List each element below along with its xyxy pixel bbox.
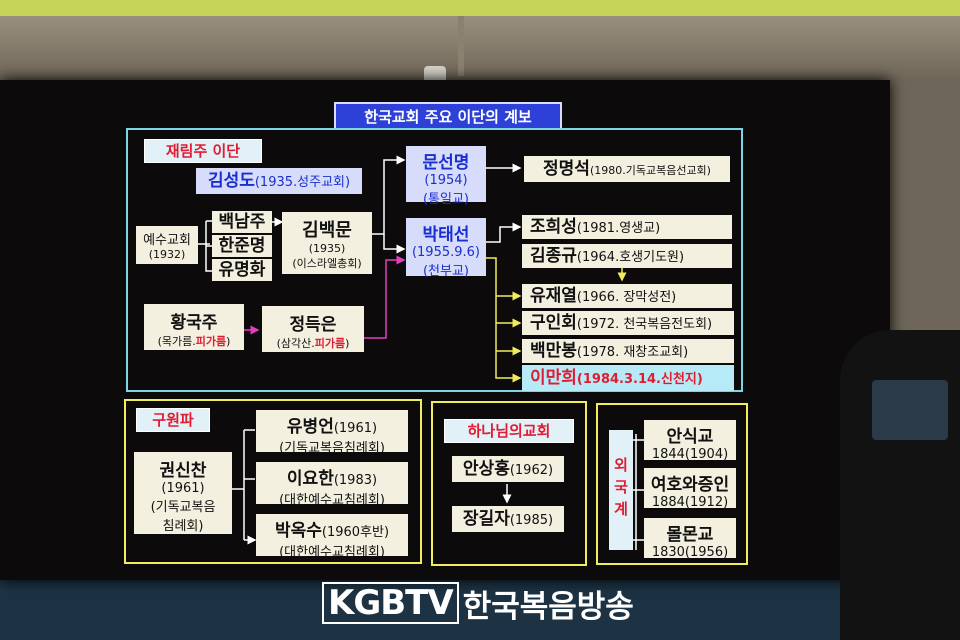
diagram-title: 한국교회 주요 이단의 계보 (334, 102, 562, 130)
floor-strip (0, 580, 960, 640)
node-yu-myeonghwa: 유명화 (212, 259, 272, 281)
section-label-jaerimju: 재림주 이단 (144, 139, 262, 163)
section-frame-hananim (431, 401, 587, 566)
node-kim-jonggyu: 김종규(1964.호생기도원) (522, 244, 732, 268)
node-lee-manhui: 이만희(1984.3.14.신천지) (522, 365, 734, 391)
node-ansikgyo: 안식교 1844(1904) (644, 420, 736, 462)
broadcaster-logo: KGBTV 한국복음방송 (322, 582, 634, 625)
node-jehovah: 여호와증인 1884(1912) (644, 468, 736, 510)
node-han-junmyeong: 한준명 (212, 235, 272, 257)
node-yu-jaeyeol: 유재열(1966. 장막성전) (522, 284, 732, 308)
node-park-oksu: 박옥수(1960후반) (대한예수교침례회) (256, 514, 408, 560)
kgbtv-wordmark: KGBTV (322, 582, 459, 624)
node-mormon: 몰몬교 1830(1956) (644, 518, 736, 560)
section-frame-oegukgye (596, 403, 748, 565)
node-jeong-deugeun: 정득은 (삼각산.피가름) (262, 306, 364, 352)
node-jeong-myeongseok: 정명석(1980.기독교복음선교회) (524, 156, 730, 182)
section-label-hananim: 하나님의교회 (444, 419, 574, 443)
node-kim-baekmun: 김백문 (1935) (이스라엘총회) (282, 212, 372, 274)
section-frame-jaerimju (126, 128, 743, 392)
node-gu-inhoe: 구인회(1972. 천국복음전도회) (522, 311, 734, 335)
node-kim-seongdo: 김성도(1935.성주교회) (196, 168, 362, 194)
node-yu-byeongeon: 유병언(1961) (기독교복음침례회) (256, 410, 408, 456)
node-jo-huiseong: 조희성(1981.영생교) (522, 215, 732, 239)
node-jang-giljja: 장길자(1985) (452, 506, 564, 532)
node-mun-seonmyeong: 문선명 (1954) (통일교) (406, 146, 486, 207)
wall-banner (0, 0, 960, 16)
section-frame-guwonpa (124, 399, 422, 564)
node-yesu-gyohoe: 예수교회 (1932) (136, 226, 198, 264)
section-label-guwonpa: 구원파 (136, 408, 210, 432)
node-hwang-gukju: 황국주 (목가름.피가름) (144, 304, 244, 350)
node-baek-namju: 백남주 (212, 211, 272, 233)
node-park-taeseon: 박태선 (1955.9.6) (천부교) (406, 218, 486, 279)
ceiling-camera (424, 66, 446, 84)
node-ahn-sanghong: 안상홍(1962) (452, 456, 564, 482)
broadcaster-name: 한국복음방송 (462, 588, 634, 625)
node-lee-yohan: 이요한(1983) (대한예수교침례회) (256, 462, 408, 508)
camera-lcd (872, 380, 948, 440)
ceiling-pillar (458, 16, 464, 76)
node-baek-manbong: 백만봉(1978. 재창조교회) (522, 339, 734, 363)
node-gwon-sinchan: 권신찬 (1961) (기독교복음 침례회) (134, 452, 232, 534)
